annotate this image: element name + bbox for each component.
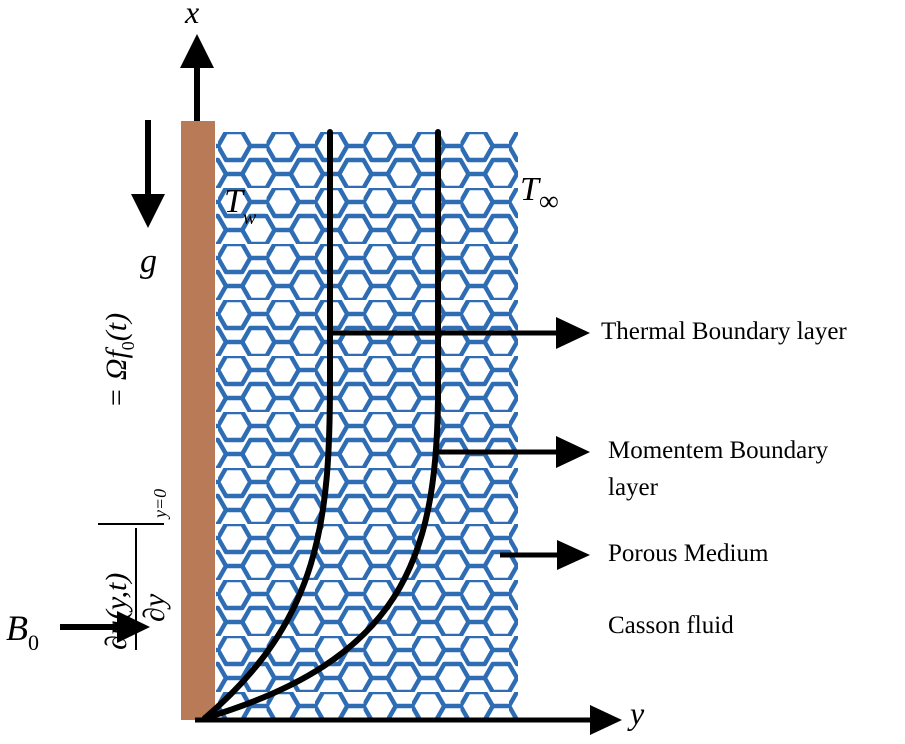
momentum-layer-label-line2: layer (608, 474, 659, 501)
bc-numerator: ∂u(y,t) (100, 573, 133, 650)
porous-medium-mesh (216, 132, 518, 720)
y-axis-arrow (195, 705, 622, 735)
wall-temperature-symbol: Tw (224, 183, 257, 229)
porous-medium-label: Porous Medium (608, 540, 769, 567)
thermal-boundary-curve (202, 129, 333, 721)
casson-fluid-label: Casson fluid (608, 612, 734, 639)
momentum-boundary-curve (202, 129, 441, 721)
gravity-symbol: g (140, 243, 157, 280)
thermal-layer-pointer (330, 317, 590, 349)
magnetic-field-arrow (60, 611, 150, 643)
x-axis-arrow (180, 34, 214, 121)
momentum-layer-label-line1: Momentem Boundary (608, 437, 829, 464)
bc-evaluated-at: y=0 (150, 489, 170, 520)
x-axis-label: x (184, 0, 199, 30)
gravity-arrow (131, 120, 165, 228)
ambient-temperature-symbol: T∞ (520, 171, 559, 217)
boundary-condition-equation: ∂u(y,t) ∂y y=0 = Ωf0(t) (98, 313, 171, 650)
porous-medium-pointer (500, 540, 590, 570)
bc-rhs: = Ωf0(t) (100, 313, 138, 408)
thermal-layer-label: Thermal Boundary layer (601, 318, 847, 345)
y-axis-label: y (627, 695, 645, 731)
vertical-plate (181, 121, 215, 720)
momentum-layer-pointer (438, 436, 590, 468)
magnetic-field-symbol: B0 (6, 608, 39, 655)
bc-denominator: ∂y (138, 593, 171, 622)
